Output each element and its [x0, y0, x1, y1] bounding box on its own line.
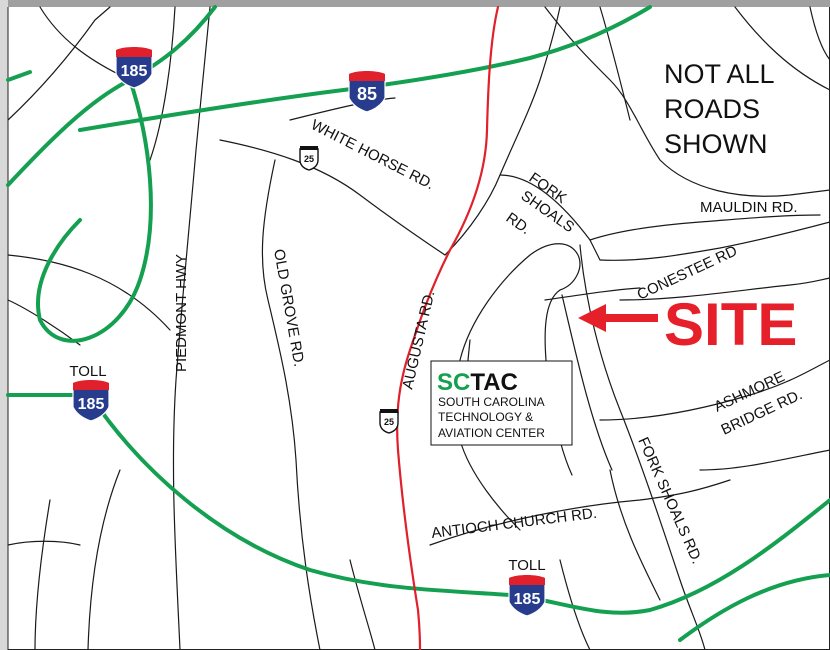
- not-all-roads-note-line1: NOT ALL: [664, 59, 775, 89]
- left-border-strip: [0, 0, 8, 650]
- i185-north-shield: 185: [115, 46, 153, 89]
- sctac-abbr-tac: TAC: [470, 369, 518, 396]
- sctac-name-line3: AVIATION CENTER: [438, 426, 545, 440]
- i185-south-toll-label: TOLL: [508, 557, 545, 574]
- sctac-abbr-sc: SC: [437, 369, 470, 396]
- us25-north-shield-number: 25: [304, 154, 314, 164]
- i185-south-shield-number: 185: [514, 591, 541, 608]
- i185-north-shield-number: 185: [121, 63, 148, 80]
- i185-west-toll-label: TOLL: [69, 363, 106, 380]
- us25-south-shield: 25: [379, 408, 399, 434]
- i185-south-shield: 185: [508, 574, 546, 617]
- sctac-name-line2: TECHNOLOGY &: [438, 410, 533, 424]
- us25-south-shield-number: 25: [384, 417, 394, 427]
- us25-north-shield: 25: [299, 145, 319, 171]
- mauldin-rd-label: MAULDIN RD.: [700, 199, 798, 216]
- top-border-strip: [0, 0, 830, 7]
- not-all-roads-note-line2: ROADS: [664, 94, 760, 124]
- sctac-name-line1: SOUTH CAROLINA: [438, 395, 545, 409]
- i185-west-route: [36, 78, 153, 343]
- i185-west-shield-number: 185: [78, 396, 105, 413]
- piedmont-hwy-label: PIEDMONT HWY: [173, 254, 190, 372]
- i85-route: [78, 5, 652, 132]
- local-roads: [7, 6, 830, 650]
- site-arrow-icon: [578, 304, 658, 332]
- i185-south-route: [88, 393, 830, 615]
- i185-west-shield: 185: [72, 379, 110, 422]
- sctac-label-box: SCTAC SOUTH CAROLINA TECHNOLOGY & AVIATI…: [430, 360, 573, 446]
- i85-shield-number: 85: [357, 84, 377, 104]
- sctac-abbr: SCTAC: [437, 369, 518, 396]
- not-all-roads-note-line3: SHOWN: [664, 129, 768, 159]
- site-label: SITE: [664, 291, 797, 358]
- i85-shield: 85: [348, 70, 386, 113]
- augusta-rd-us25-route: [396, 5, 500, 650]
